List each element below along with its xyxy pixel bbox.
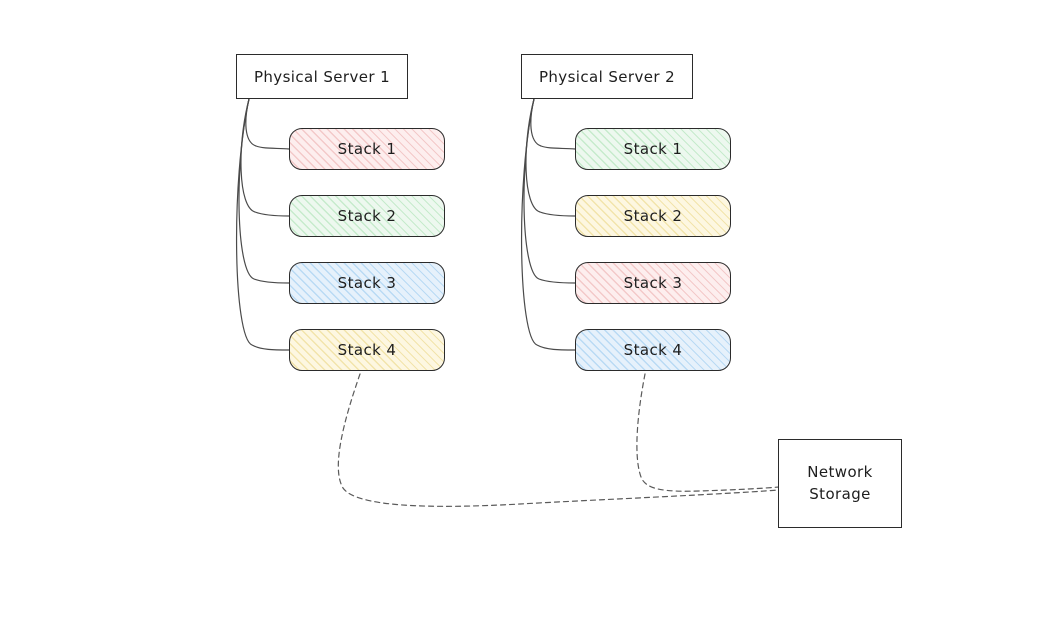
server1-stack-4-label: Stack 4 (337, 341, 397, 359)
server1-stack3-connector (238, 98, 290, 284)
server2-stack-1[interactable]: Stack 1 (575, 128, 731, 170)
server1-stack-2[interactable]: Stack 2 (289, 195, 445, 237)
server1-stack-3[interactable]: Stack 3 (289, 262, 445, 304)
server2-stack4-connector (520, 98, 576, 351)
server2-stack2-connector (525, 98, 576, 217)
server2-stack-2[interactable]: Stack 2 (575, 195, 731, 237)
server1-stack4-storage-connector (337, 373, 780, 507)
physical-server-1-label: Physical Server 1 (253, 67, 391, 86)
server1-stack4-connector (235, 98, 290, 351)
server2-stack-2-label: Stack 2 (623, 207, 683, 225)
physical-server-1-box[interactable]: Physical Server 1 (236, 54, 408, 99)
physical-server-2-box[interactable]: Physical Server 2 (521, 54, 693, 99)
server1-stack-1-label: Stack 1 (337, 140, 397, 158)
server1-stack2-connector (240, 98, 290, 217)
network-storage-box[interactable]: Network Storage (778, 439, 902, 528)
server2-stack4-storage-connector (636, 373, 780, 492)
server1-stack-2-label: Stack 2 (337, 207, 397, 225)
server2-stack-4-label: Stack 4 (623, 341, 683, 359)
server2-stack-3-label: Stack 3 (623, 274, 683, 292)
server1-stack-4[interactable]: Stack 4 (289, 329, 445, 371)
server2-stack-3[interactable]: Stack 3 (575, 262, 731, 304)
server2-stack-4[interactable]: Stack 4 (575, 329, 731, 371)
physical-server-2-label: Physical Server 2 (538, 67, 676, 86)
server2-stack3-connector (523, 98, 576, 284)
server1-stack1-connector (245, 98, 290, 150)
server1-stack-1[interactable]: Stack 1 (289, 128, 445, 170)
server2-stack-1-label: Stack 1 (623, 140, 683, 158)
server2-stack1-connector (530, 98, 576, 150)
server1-stack-3-label: Stack 3 (337, 274, 397, 292)
network-storage-label: Network Storage (807, 462, 873, 503)
